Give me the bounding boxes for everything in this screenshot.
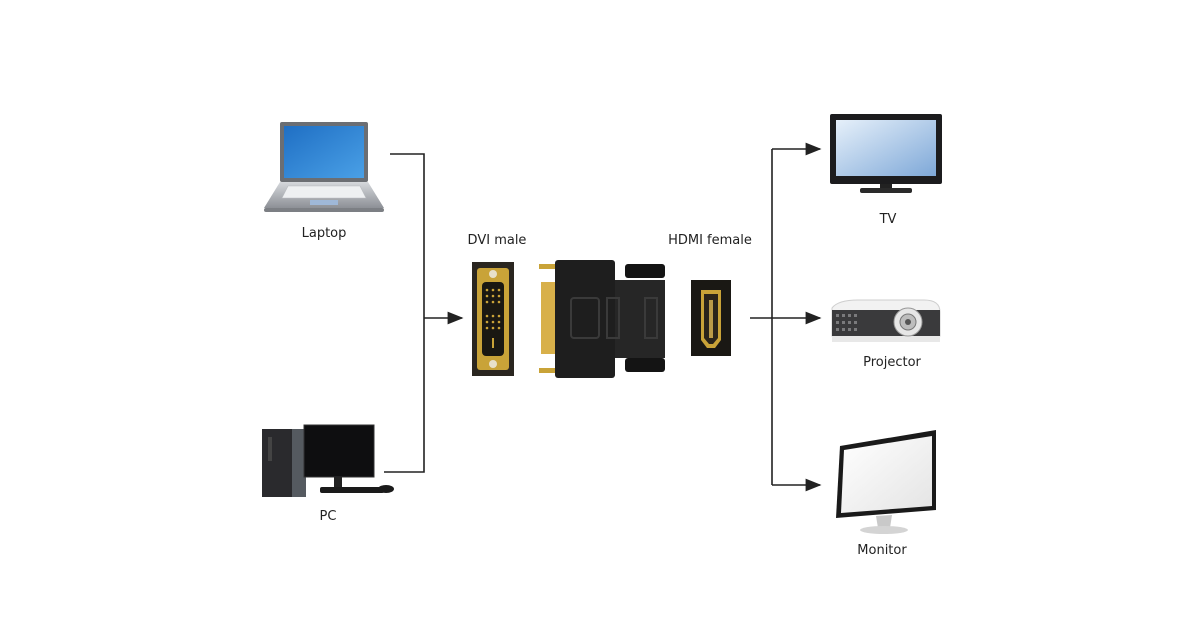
projector-icon [831, 299, 941, 342]
dvi-male-connector-icon [472, 262, 514, 376]
dvi-male-label: DVI male [467, 233, 527, 248]
tv-label: TV [879, 212, 897, 227]
hdmi-female-label: HDMI female [668, 233, 752, 248]
laptop-icon [264, 122, 384, 212]
line-laptop [384, 153, 425, 473]
desktop-pc-icon [262, 424, 394, 497]
hdmi-female-connector-icon [691, 280, 731, 356]
monitor-icon [836, 430, 936, 534]
pc-label: PC [319, 509, 337, 524]
tv-icon [830, 114, 942, 193]
projector-label: Projector [863, 355, 921, 370]
monitor-label: Monitor [857, 543, 907, 558]
laptop-label: Laptop [301, 226, 347, 241]
dvi-hdmi-adapter-icon [539, 260, 665, 378]
